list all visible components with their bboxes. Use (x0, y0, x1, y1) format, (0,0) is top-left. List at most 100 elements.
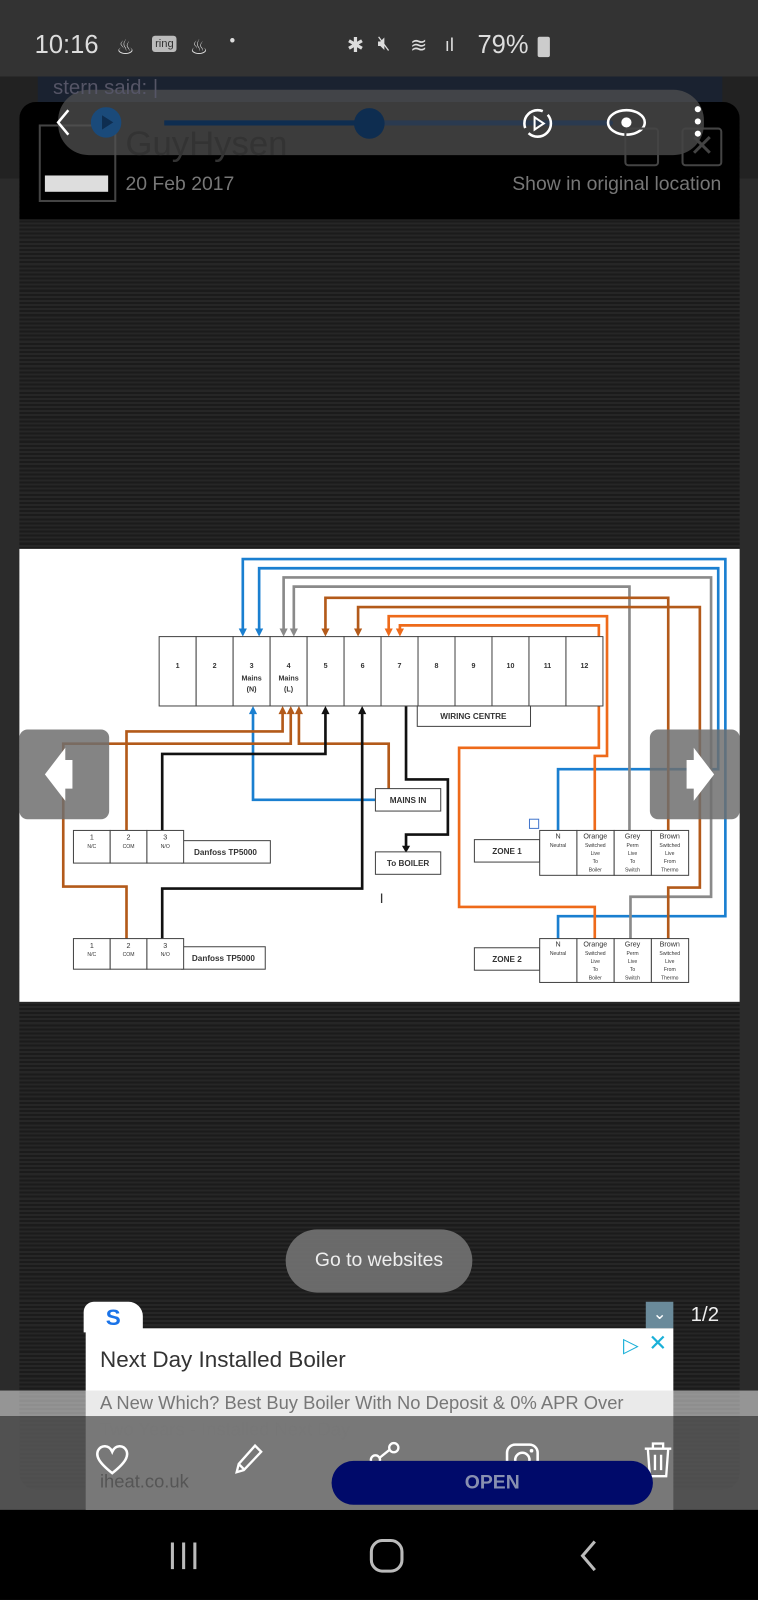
terminal-number: 10 (507, 662, 515, 670)
delete-trash-icon[interactable] (643, 1441, 674, 1480)
text-cursor: I (380, 891, 384, 907)
thermostat-1-label: Danfoss TP5000 (194, 848, 257, 857)
favorite-heart-icon[interactable] (94, 1442, 131, 1477)
thermostat-terminal (109, 938, 148, 970)
zone-terminal-text: Orange (583, 941, 607, 949)
zone-terminal-text: To (630, 967, 636, 973)
terminal-sublabel: Mains (278, 674, 298, 682)
edit-icon[interactable] (624, 127, 660, 167)
terminal-sublabel: Mains (242, 674, 262, 682)
adchoices-icon[interactable]: ▷ (622, 1334, 639, 1357)
thermostat-terminal-type: N/O (161, 952, 170, 958)
wiring-centre-label: WIRING CENTRE (440, 712, 507, 721)
more-options-icon[interactable] (693, 104, 703, 141)
auto-play-icon[interactable] (520, 106, 555, 141)
zone-terminal-text: Live (591, 851, 601, 857)
back-nav-icon[interactable] (576, 1538, 600, 1573)
zone-terminal-text: Switched (659, 951, 680, 957)
zone-terminal-text: From (664, 859, 676, 865)
next-image-button[interactable] (649, 729, 740, 820)
zone-terminal (539, 829, 578, 876)
ad-badge: S (83, 1301, 143, 1333)
home-icon[interactable] (369, 1538, 404, 1573)
terminal-cell (380, 636, 419, 707)
ring-notification-icon: ring (152, 35, 177, 53)
zone-terminal-text: Thermo (661, 867, 679, 873)
show-original-location-link[interactable]: Show in original location (512, 173, 722, 195)
zone-terminal-text: Switch (625, 867, 640, 873)
zone-terminal-text: Live (665, 851, 675, 857)
zone-terminal-text: Grey (625, 941, 641, 949)
plus-handle-icon (528, 818, 540, 829)
thermostat-terminal-type: COM (123, 844, 135, 850)
blue-wire (257, 566, 720, 831)
zone-terminal-text: Perm (626, 951, 638, 957)
black-wire (404, 705, 450, 848)
zone-terminal-text: N (555, 833, 560, 841)
edit-pencil-icon[interactable] (231, 1442, 266, 1477)
zone-1-label: ZONE 1 (492, 847, 522, 856)
terminal-number: 4 (287, 662, 291, 670)
zone-terminal-text: Grey (625, 833, 641, 841)
terminal-number: 8 (435, 662, 439, 670)
close-icon[interactable]: ✕ (681, 127, 723, 167)
dot-icon: • (229, 32, 236, 50)
zone-terminal (613, 938, 652, 983)
thermostat-terminal-type: N/C (87, 952, 96, 958)
zone-terminal-text: Live (628, 959, 638, 965)
terminal-cell (565, 636, 604, 707)
ad-open-button[interactable]: OPEN (331, 1460, 653, 1505)
wifi-icon: ≋ (410, 34, 428, 58)
zone-terminal (613, 829, 652, 876)
post-date: 20 Feb 2017 (125, 173, 235, 195)
status-bar: 10:16 ♨ ring ♨ • ✱ 🔇︎ ≋ ıl 79% (0, 0, 758, 77)
brown-wire (297, 710, 391, 789)
terminal-number: 9 (472, 662, 476, 670)
thermostat-terminal (72, 938, 111, 970)
terminal-number: 3 (250, 662, 254, 670)
terminal-number: 11 (544, 662, 552, 670)
zone-terminal-text: Switched (585, 951, 606, 957)
seek-handle[interactable] (354, 108, 385, 139)
black-wire (160, 710, 327, 831)
zone-terminal (650, 938, 690, 983)
mains-in-label: MAINS IN (390, 796, 427, 805)
terminal-cell (306, 636, 345, 707)
thermostat-terminal (109, 829, 148, 864)
arrowheads (238, 628, 411, 853)
back-icon[interactable] (52, 106, 76, 139)
notification-icon: ♨ (116, 36, 135, 60)
signal-icon: ıl (444, 34, 454, 56)
zone-terminal-text: From (664, 967, 676, 973)
zone-2-label: ZONE 2 (492, 955, 522, 964)
terminal-number: 1 (176, 662, 180, 670)
zone-terminal-text: Brown (660, 833, 680, 841)
terminal-cell (417, 636, 456, 707)
terminal-number: 5 (324, 662, 328, 670)
blue-wire (251, 710, 376, 802)
zone-terminal-text: To (630, 859, 636, 865)
thermostat-terminal (146, 829, 185, 864)
terminal-cell (232, 636, 271, 707)
terminal-cell (343, 636, 382, 707)
overlay-band (0, 1390, 758, 1417)
grey-wire (282, 576, 713, 939)
play-icon[interactable] (90, 107, 122, 138)
terminal-cell (269, 636, 308, 707)
zone-terminal-text: Orange (583, 833, 607, 841)
ad-domain: iheat.co.uk (99, 1471, 189, 1492)
collapse-ad-button[interactable]: ⌄ (645, 1301, 674, 1329)
zone-terminal-text: N (555, 941, 560, 949)
seek-slider[interactable] (164, 108, 614, 139)
author-name[interactable]: GuyHysen (125, 124, 288, 164)
ad-card[interactable]: Next Day Installed Boiler ▷ ✕ A New Whic… (85, 1328, 674, 1512)
terminal-cell (158, 636, 197, 707)
zone-terminal (650, 829, 690, 876)
close-ad-icon[interactable]: ✕ (648, 1330, 668, 1356)
recent-apps-icon[interactable] (169, 1541, 200, 1572)
ad-title[interactable]: Next Day Installed Boiler (99, 1346, 346, 1373)
page-counter: 1/2 (690, 1303, 720, 1327)
previous-image-button[interactable] (19, 729, 110, 820)
go-to-websites-toast[interactable]: Go to websites (285, 1229, 473, 1293)
